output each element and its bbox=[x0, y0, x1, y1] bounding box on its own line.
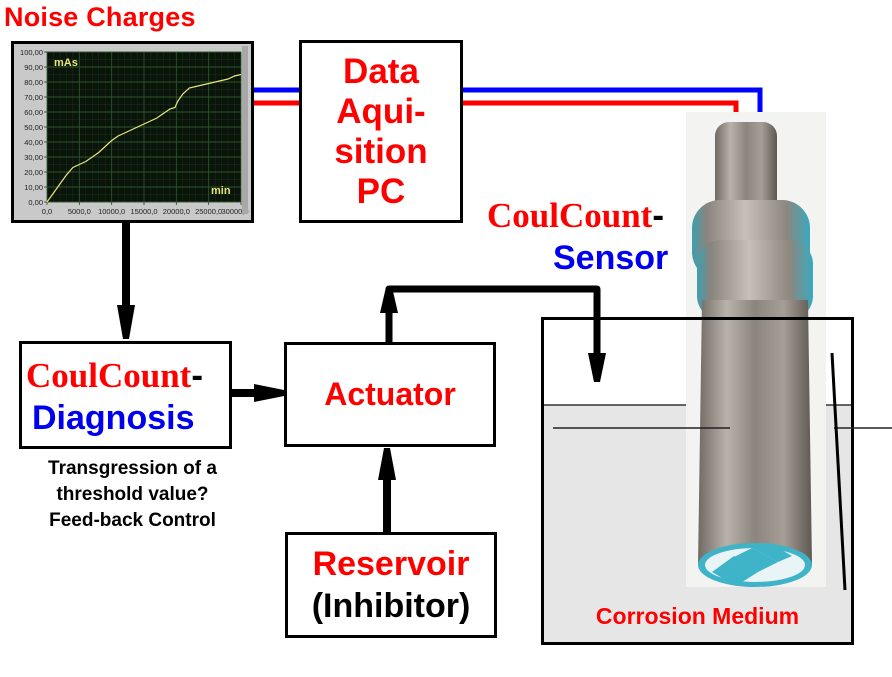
daq-label-line: sition bbox=[334, 131, 428, 171]
diagnosis-brand-line: CoulCount- bbox=[26, 356, 203, 396]
sensor-wire-blue bbox=[463, 87, 763, 124]
reservoir-box: Reservoir (Inhibitor) bbox=[285, 532, 497, 638]
y-tick-label: 20,00 bbox=[24, 168, 43, 177]
actuator-label: Actuator bbox=[324, 376, 456, 412]
daq-label-line: Aqui- bbox=[336, 91, 426, 131]
diagram-title: Noise Charges bbox=[4, 2, 196, 32]
diagnosis-dash: - bbox=[191, 356, 203, 395]
y-tick-label: 0,00 bbox=[28, 198, 43, 207]
note-line: Transgression of a bbox=[48, 458, 217, 479]
daq-label-line: PC bbox=[356, 171, 406, 211]
diagnosis-brand: CoulCount bbox=[26, 356, 192, 395]
y-tick-label: 50,00 bbox=[24, 123, 43, 132]
y-tick-label: 70,00 bbox=[24, 93, 43, 102]
y-tick-label: 40,00 bbox=[24, 138, 43, 147]
x-axis-label: min bbox=[211, 185, 231, 197]
y-tick-label: 80,00 bbox=[24, 78, 43, 87]
arrow-head-up-icon bbox=[378, 448, 396, 480]
sensor-label-name: Sensor bbox=[553, 239, 669, 277]
x-tick-label: 25000,0 bbox=[195, 207, 222, 216]
x-tick-label: 5000,0 bbox=[68, 207, 91, 216]
x-tick-label: 30000,0 bbox=[221, 207, 248, 216]
sensor-wire-red bbox=[463, 100, 739, 127]
arrow-head-right-icon bbox=[254, 384, 284, 402]
y-tick-label: 10,00 bbox=[24, 183, 43, 192]
arrow-head-down-icon bbox=[117, 305, 135, 339]
tank-rim bbox=[541, 317, 854, 320]
series-line bbox=[46, 73, 242, 203]
x-tick-label: 15000,0 bbox=[130, 207, 157, 216]
corrosion-medium: Corrosion Medium bbox=[544, 405, 851, 642]
sensor-dash: - bbox=[652, 196, 664, 235]
sensor-label-brand-line: CoulCount- bbox=[487, 196, 664, 236]
diagnosis-note: Transgression of a threshold value? Feed… bbox=[10, 456, 255, 534]
chart-canvas: 0,00 10,00 20,00 30,00 40,00 50,00 60,00 70,00 8… bbox=[20, 46, 249, 216]
x-tick-label: 0,0 bbox=[42, 207, 52, 216]
data-acquisition-pc-box: Data Aqui- sition PC bbox=[299, 40, 463, 223]
corrosion-tank: Corrosion Medium bbox=[541, 317, 854, 645]
coulcount-diagnosis-box: CoulCount- Diagnosis bbox=[19, 341, 232, 449]
inhibitor-label: (Inhibitor) bbox=[311, 587, 471, 625]
arrow-head-up-icon bbox=[380, 287, 398, 313]
daq-label-line: Data bbox=[343, 51, 419, 91]
x-tick-label: 10000,0 bbox=[98, 207, 125, 216]
note-line: Feed-back Control bbox=[49, 510, 216, 531]
x-tick-label: 20000,0 bbox=[163, 207, 190, 216]
chart-scrollbar bbox=[242, 46, 248, 214]
reservoir-label: Reservoir bbox=[312, 545, 470, 583]
diagnosis-name: Diagnosis bbox=[32, 399, 195, 437]
noise-charge-chart: 0,00 10,00 20,00 30,00 40,00 50,00 60,00 70,00 8… bbox=[11, 41, 254, 223]
sensor-brand: CoulCount bbox=[487, 196, 653, 235]
y-tick-label: 90,00 bbox=[24, 63, 43, 72]
y-axis-label: mAs bbox=[54, 57, 78, 69]
note-line: threshold value? bbox=[56, 484, 209, 505]
actuator-box: Actuator bbox=[284, 342, 496, 447]
y-tick-label: 100,00 bbox=[20, 48, 43, 57]
corrosion-medium-label: Corrosion Medium bbox=[595, 603, 800, 629]
y-tick-label: 30,00 bbox=[24, 153, 43, 162]
y-tick-label: 60,00 bbox=[24, 108, 43, 117]
